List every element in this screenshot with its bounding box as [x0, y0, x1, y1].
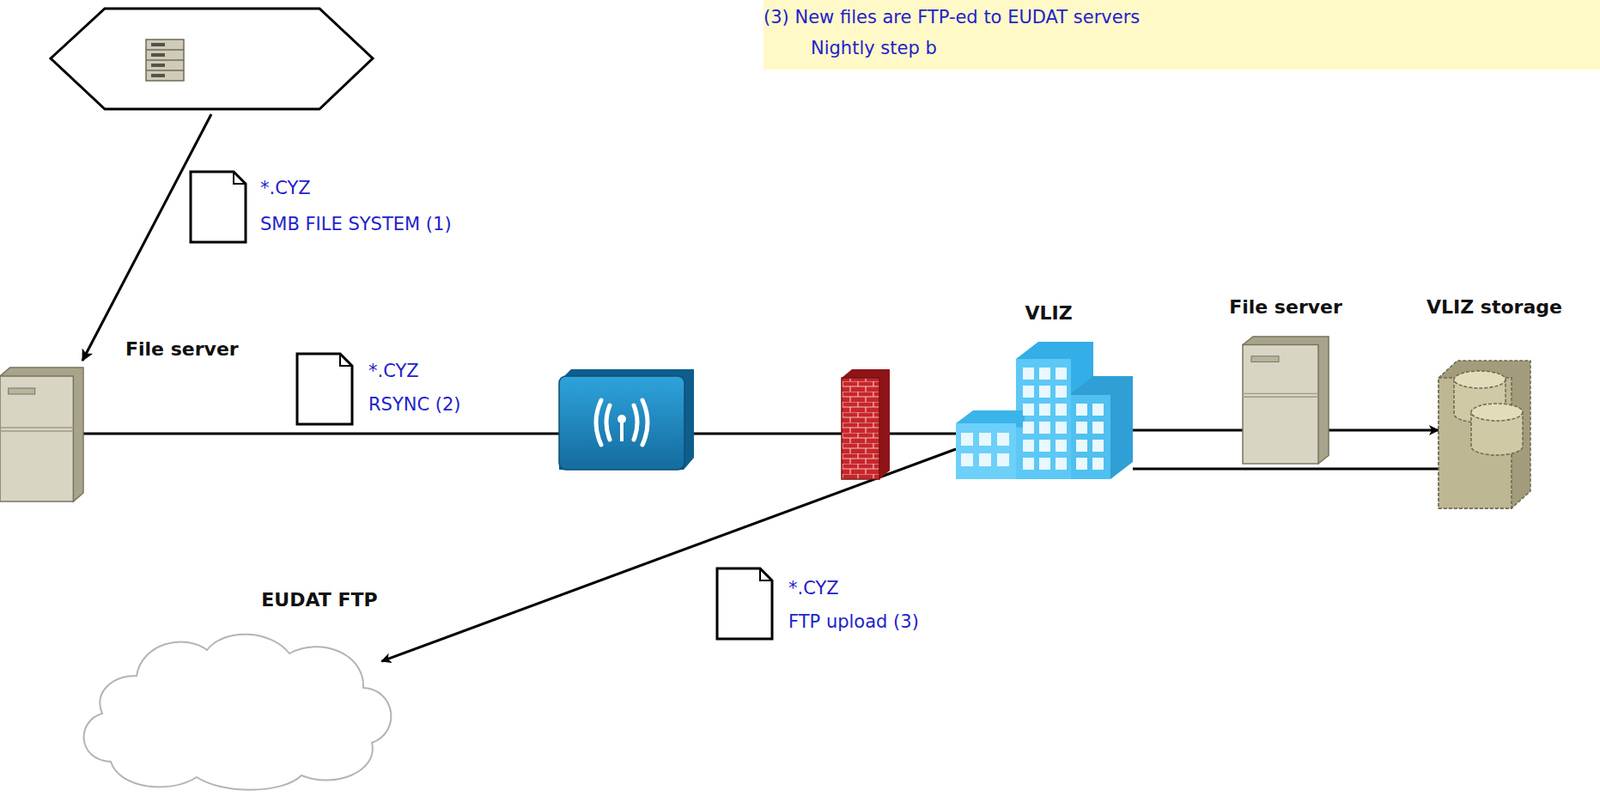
file-server: File server	[0, 367, 84, 502]
node-label: EUDAT FTP	[261, 589, 378, 611]
node-label: File server	[125, 338, 239, 360]
node-label: VLIZ	[1024, 302, 1072, 324]
file-type: *.CYZ	[788, 577, 840, 600]
vliz-building: VLIZ	[955, 341, 1133, 480]
file-server: File server	[1242, 336, 1329, 464]
transfer-label: SMB FILE SYSTEM (1)	[260, 213, 452, 236]
note-text: Nightly step b	[810, 37, 937, 60]
firewall	[841, 369, 890, 480]
file-icon	[190, 171, 246, 243]
file-icon	[717, 568, 773, 639]
cloud: EUDAT FTP	[76, 624, 398, 793]
connector	[1328, 429, 1439, 432]
node-label: File server	[1228, 296, 1343, 318]
file-type: *.CYZ	[368, 360, 420, 383]
storage-array: VLIZ storage	[1438, 352, 1531, 509]
network-hexagon	[50, 8, 373, 110]
connector	[83, 432, 956, 436]
file-icon	[297, 353, 353, 425]
connector	[381, 449, 956, 662]
connector	[1132, 468, 1439, 471]
transfer-label: RSYNC (2)	[368, 394, 462, 416]
connector	[1132, 429, 1243, 432]
node-label: VLIZ storage	[1426, 296, 1563, 318]
transfer-label: FTP upload (3)	[788, 611, 919, 633]
file-type: *.CYZ	[260, 177, 311, 200]
note-text: (3) New files are FTP-ed to EUDAT server…	[763, 6, 1140, 29]
wireless-router	[559, 369, 694, 470]
